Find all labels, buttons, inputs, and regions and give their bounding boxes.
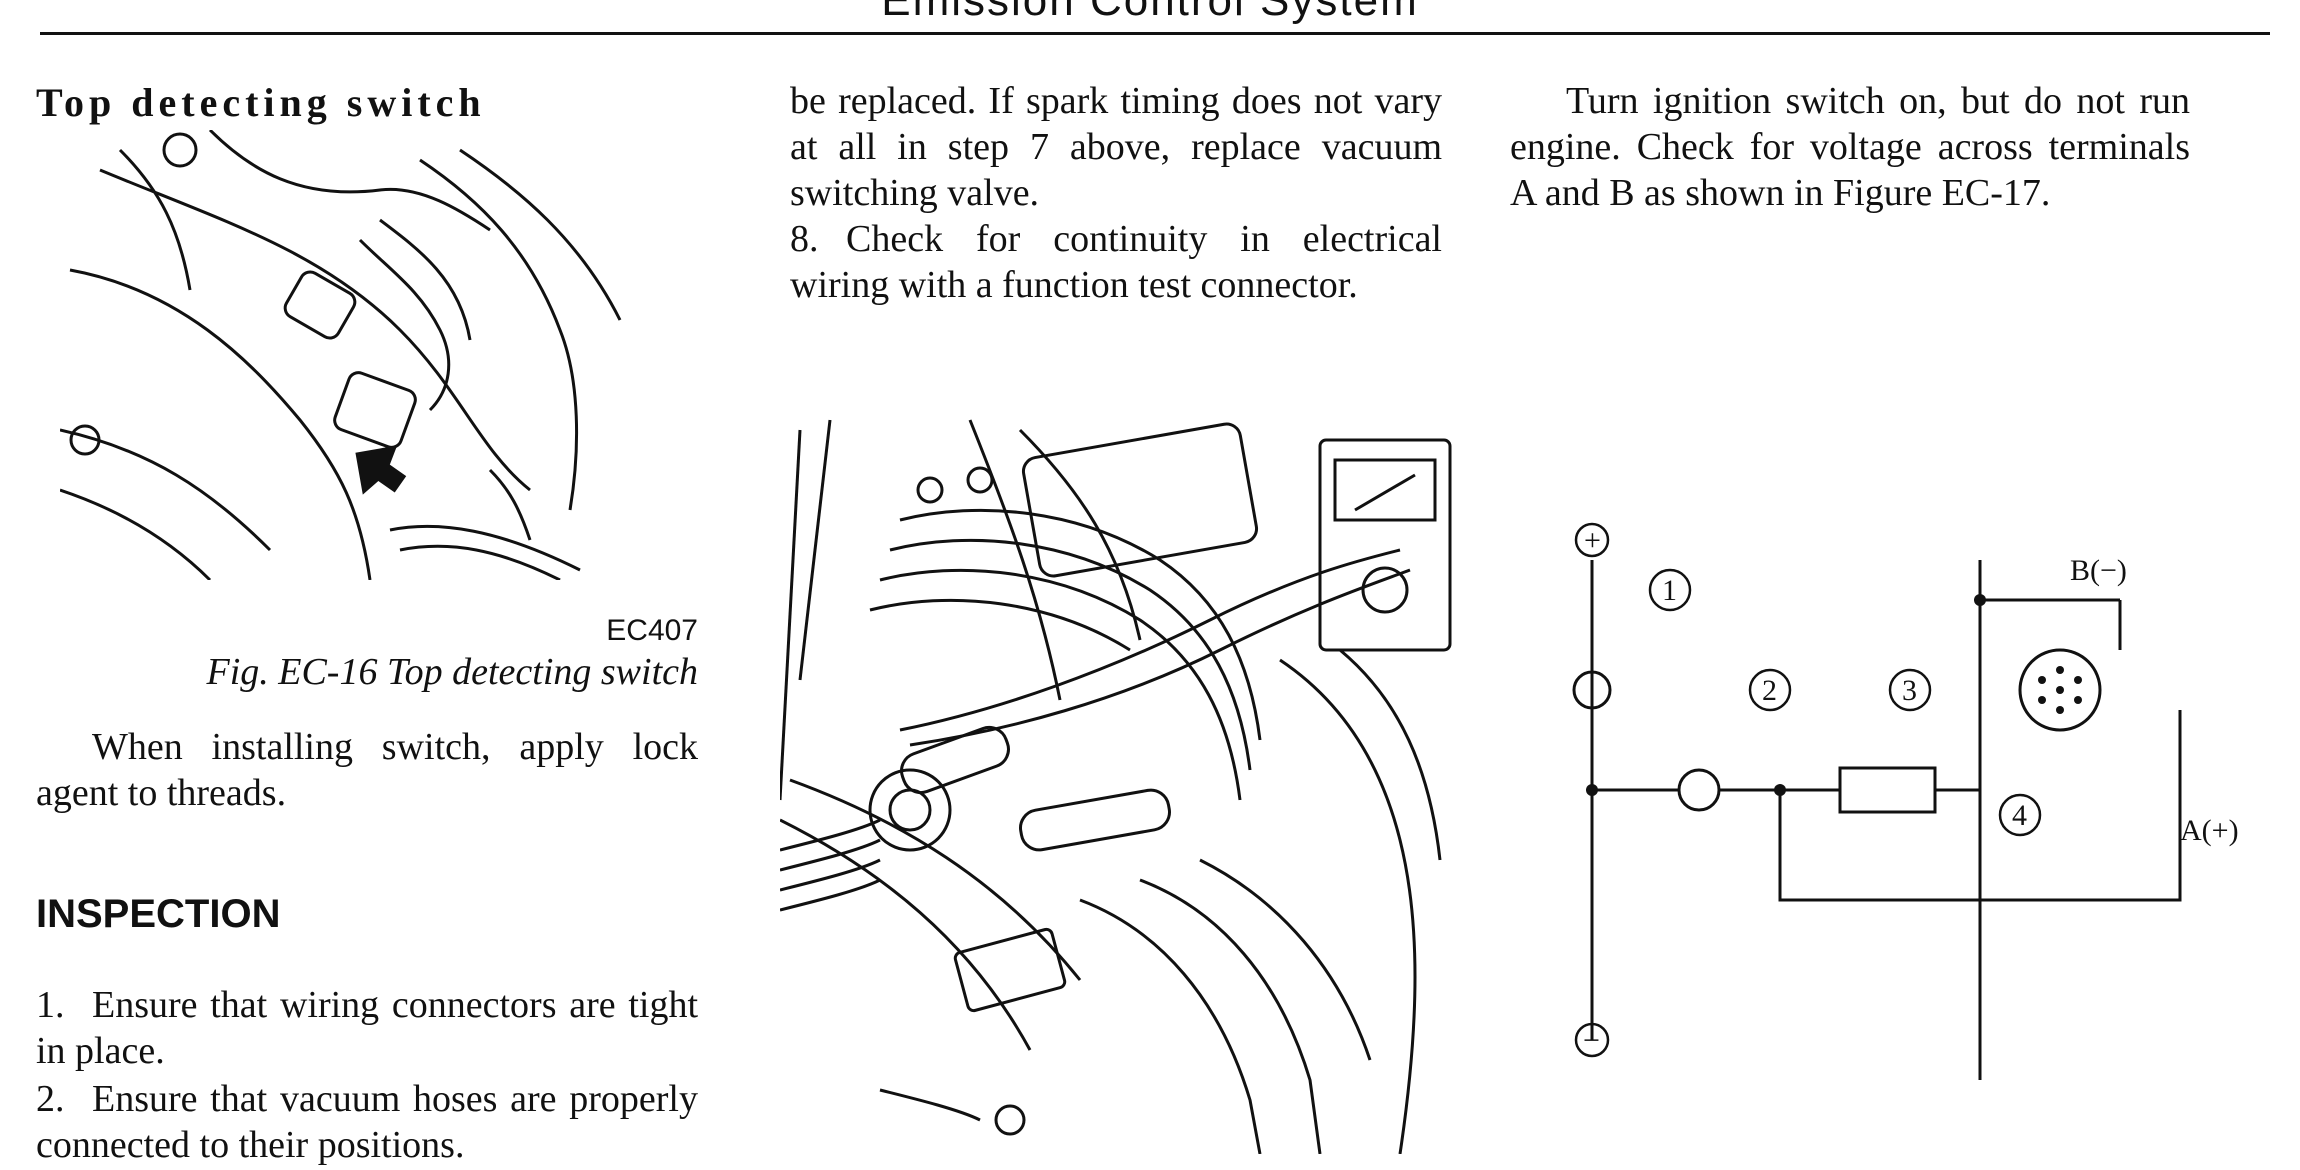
section-heading-top-detecting-switch: Top detecting switch — [36, 80, 486, 125]
timing-paragraph: be replaced. If spark timing does not va… — [790, 80, 1442, 214]
step-number: 8. — [790, 218, 819, 260]
page-header-title: Emission Control System — [881, 0, 1419, 25]
terminal-b-label: B(−) — [2070, 554, 2127, 587]
callout-2: 2 — [1762, 674, 1777, 707]
header-rule — [40, 32, 2270, 35]
step-text: Check for continuity in electrical wirin… — [790, 218, 1442, 306]
step-number: 2. — [36, 1078, 65, 1120]
column-left: Top detecting switch — [36, 78, 698, 128]
function-test-connector-illustration — [780, 419, 1452, 1154]
plus-terminal-symbol: + — [1584, 524, 1601, 557]
column-middle: be replaced. If spark timing does not va… — [790, 78, 1442, 308]
callout-1: 1 — [1662, 574, 1677, 607]
step-text: Ensure that vacuum hoses are properly co… — [36, 1078, 698, 1166]
callout-4: 4 — [2012, 799, 2027, 832]
step-text: Ensure that wiring connectors are tight … — [36, 984, 698, 1072]
install-note: When installing switch, apply lock agent… — [36, 726, 698, 814]
step-8: 8.Check for continuity in electrical wir… — [790, 216, 1442, 308]
list-item: 1.Ensure that wiring connectors are tigh… — [36, 982, 698, 1074]
list-item: 2.Ensure that vacuum hoses are properly … — [36, 1076, 698, 1168]
figure-caption: Fig. EC-16 Top detecting switch — [206, 651, 698, 693]
figure-code: EC407 — [606, 614, 698, 647]
wiring-schematic: + − 1 2 3 4 B(−) A(+) — [1572, 522, 2239, 1080]
step-number: 1. — [36, 984, 65, 1026]
voltage-check-paragraph: Turn ignition switch on, but do not run … — [1510, 80, 2190, 214]
callout-3: 3 — [1902, 674, 1917, 707]
terminal-a-label: A(+) — [2180, 814, 2239, 847]
column-right: Turn ignition switch on, but do not run … — [1510, 78, 2190, 216]
minus-terminal-symbol: − — [1583, 1024, 1600, 1057]
top-detecting-switch-illustration — [60, 130, 622, 580]
inspection-steps: 1.Ensure that wiring connectors are tigh… — [36, 982, 698, 1170]
inspection-heading: INSPECTION — [36, 892, 281, 936]
